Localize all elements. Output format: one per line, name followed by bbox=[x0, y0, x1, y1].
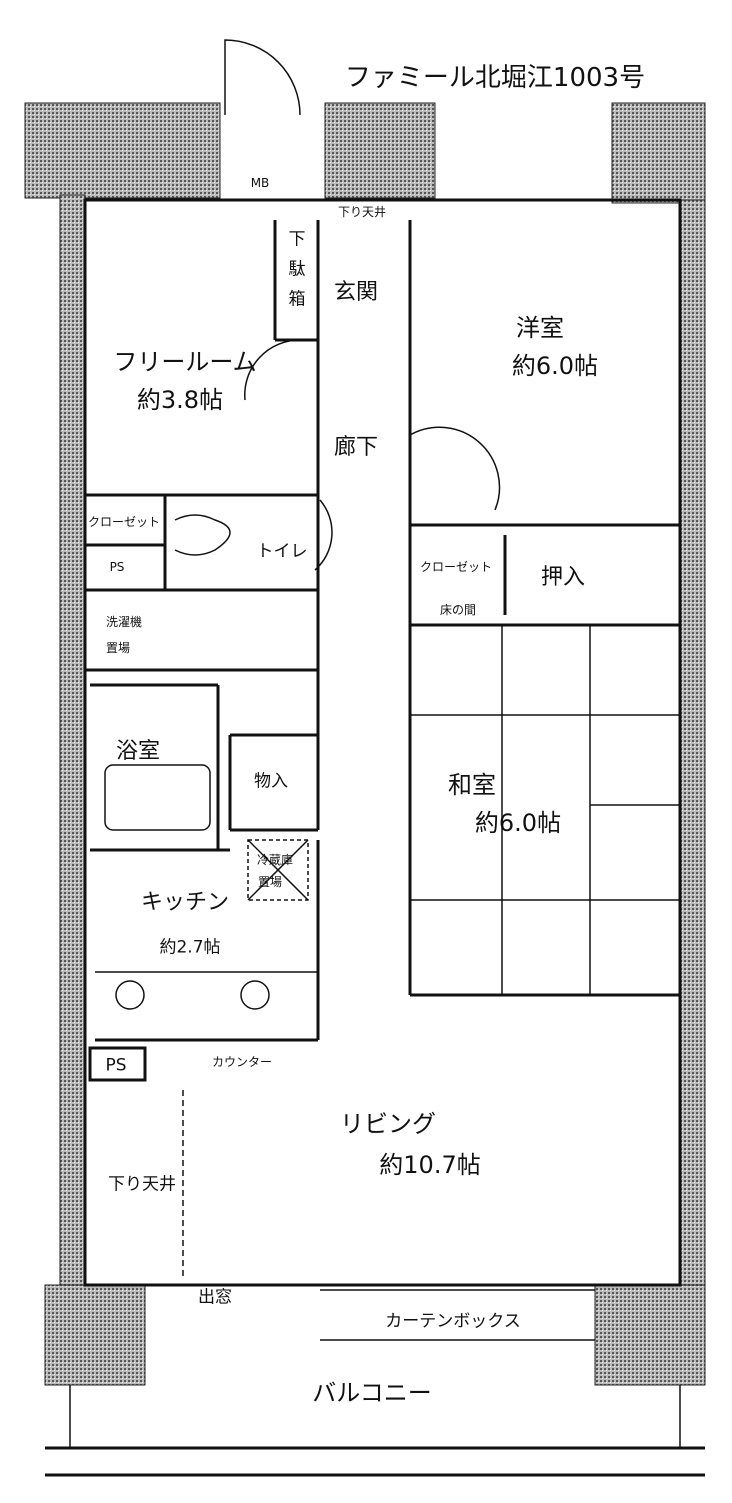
label-fridge-2: 置場 bbox=[257, 875, 283, 889]
label-living: リビング bbox=[340, 1110, 436, 1138]
label-western-room-size: 約6.0帖 bbox=[511, 352, 599, 380]
exterior-walls bbox=[24, 102, 706, 1386]
label-living-size: 約10.7帖 bbox=[379, 1151, 481, 1179]
label-ps-lower: PS bbox=[105, 1055, 127, 1076]
label-ps-upper: PS bbox=[109, 560, 125, 574]
label-lowered-ceiling-living: 下り天井 bbox=[108, 1174, 176, 1195]
label-storage: 物入 bbox=[254, 771, 288, 792]
interior-walls bbox=[83, 198, 682, 1287]
label-lowered-ceiling-top: 下り天井 bbox=[337, 205, 387, 219]
label-balcony: バルコニー bbox=[312, 1379, 432, 1407]
label-japanese-room-size: 約6.0帖 bbox=[474, 809, 562, 837]
label-western-room: 洋室 bbox=[516, 314, 564, 342]
fixtures bbox=[45, 39, 705, 1477]
label-toilet: トイレ bbox=[256, 541, 308, 562]
label-shoebox-1: 下 bbox=[288, 229, 306, 250]
label-kitchen-size: 約2.7帖 bbox=[159, 937, 221, 958]
label-closet-left: クローゼット bbox=[87, 515, 161, 529]
label-bathroom: 浴室 bbox=[115, 739, 161, 764]
label-kitchen: キッチン bbox=[140, 890, 230, 915]
label-washer-2: 置場 bbox=[105, 641, 131, 655]
label-entrance: 玄関 bbox=[333, 280, 379, 305]
label-washer-1: 洗濯機 bbox=[105, 615, 143, 629]
label-bay-window: 出窓 bbox=[198, 1287, 232, 1308]
label-free-room-size: 約3.8帖 bbox=[136, 386, 224, 414]
label-hallway: 廊下 bbox=[333, 435, 379, 460]
label-japanese-room: 和室 bbox=[448, 771, 496, 799]
label-curtain-box: カーテンボックス bbox=[385, 1311, 521, 1332]
label-mb: MB bbox=[250, 176, 270, 190]
property-title: ファミール北堀江1003号 bbox=[344, 63, 646, 93]
label-tokonoma: 床の間 bbox=[439, 603, 477, 617]
label-closet-right: クローゼット bbox=[419, 560, 493, 574]
label-counter: カウンター bbox=[211, 1055, 273, 1069]
label-free-room: フリールーム bbox=[113, 348, 257, 376]
label-oshiire: 押入 bbox=[540, 565, 586, 590]
label-shoebox-2: 駄 bbox=[288, 259, 306, 280]
label-shoebox-3: 箱 bbox=[288, 289, 306, 310]
label-fridge-1: 冷蔵庫 bbox=[256, 853, 294, 867]
